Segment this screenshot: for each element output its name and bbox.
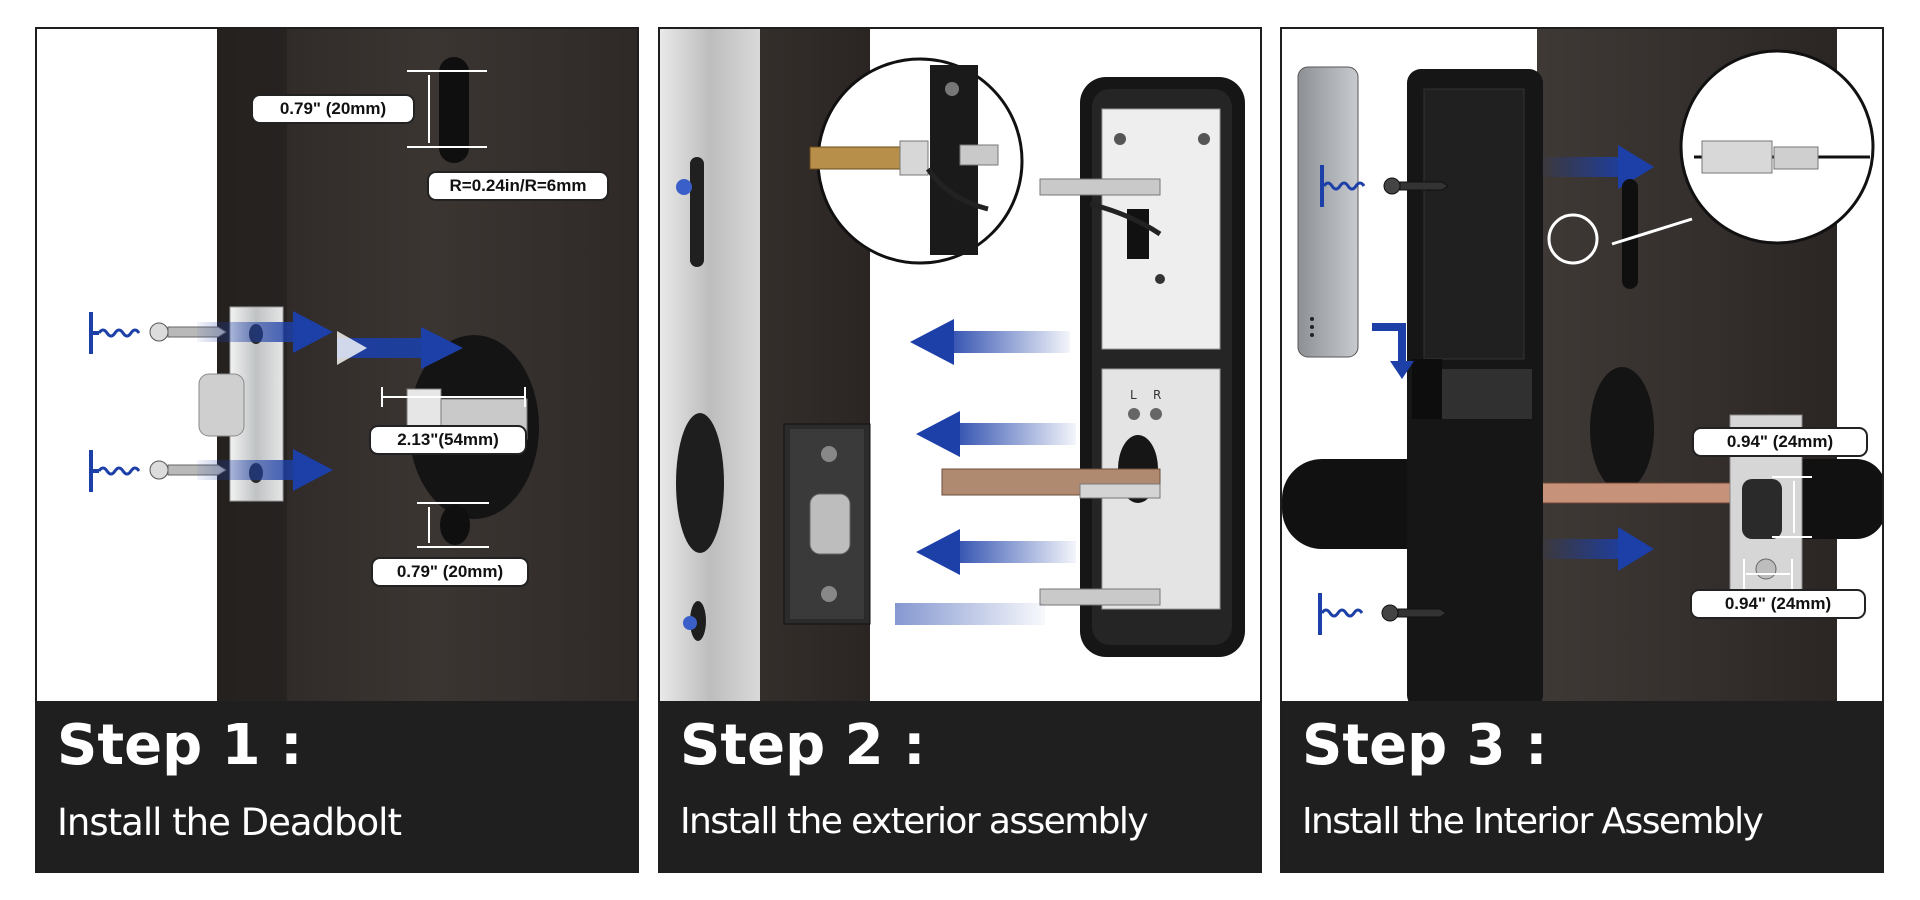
mounting-stud	[1039, 588, 1161, 606]
step-2-caption: Step 2 : Install the exterior assembly	[660, 701, 1260, 871]
screwdriver-icon	[1318, 593, 1364, 635]
arrow-icon	[197, 311, 333, 353]
step-3-illustration	[1282, 29, 1882, 705]
arrow-icon	[916, 529, 1076, 575]
arrow-icon	[1542, 145, 1654, 189]
step-3-panel: 0.94" (24mm) 0.94" (24mm) Step 3 : Insta…	[1280, 27, 1884, 873]
dimension-label-slot-radius: R=0.24in/R=6mm	[427, 171, 609, 201]
arrow-icon	[1372, 323, 1414, 379]
dimension-label-slot-height: 0.79" (20mm)	[251, 94, 415, 124]
arrow-icon	[916, 411, 1076, 457]
screwdriver-icon	[1320, 165, 1366, 207]
dimension-lines	[381, 70, 526, 548]
magnifier-callout-icon	[1611, 49, 1875, 246]
magnifier-callout-icon	[809, 57, 1024, 265]
step-1-illustration	[37, 29, 637, 705]
step-2-panel: L R	[658, 27, 1262, 873]
edge-bore	[676, 413, 724, 553]
top-bolt-slot	[439, 57, 469, 163]
dimension-label-hole-height: 0.79" (20mm)	[371, 557, 529, 587]
arrow-icon	[197, 449, 333, 491]
step-2-title: Step 2 :	[680, 713, 926, 778]
screwdriver-icon	[89, 312, 141, 354]
step-1-caption: Step 1 : Install the Deadbolt	[37, 701, 637, 871]
exterior-keypad-assembly: L R	[1080, 77, 1245, 657]
dimension-label-backset: 2.13"(54mm)	[369, 425, 527, 455]
bore-hole	[1590, 367, 1654, 491]
step-2-subtitle: Install the exterior assembly	[680, 801, 1149, 842]
screw-icon	[1383, 177, 1449, 195]
arrow-icon	[910, 319, 1070, 365]
dimension-label-latch-height: 0.94" (24mm)	[1692, 427, 1868, 457]
dimension-lines	[1743, 476, 1812, 589]
screwdriver-icon	[89, 450, 141, 492]
screw-icon	[1381, 604, 1447, 622]
left-mark: L	[1130, 388, 1137, 402]
step-3-subtitle: Install the Interior Assembly	[1302, 801, 1764, 842]
step-2-illustration: L R	[660, 29, 1260, 705]
step-3-caption: Step 3 : Install the Interior Assembly	[1282, 701, 1882, 871]
step-1-title: Step 1 :	[57, 713, 303, 778]
latch-bolt	[198, 373, 245, 437]
right-mark: R	[1153, 388, 1161, 402]
interior-assembly	[1407, 69, 1543, 705]
step-1-subtitle: Install the Deadbolt	[57, 801, 402, 844]
arrow-icon	[1542, 527, 1654, 571]
step-1-panel: 0.79" (20mm) R=0.24in/R=6mm 2.13"(54mm) …	[35, 27, 639, 873]
mounting-stud	[1039, 178, 1161, 196]
step-3-title: Step 3 :	[1302, 713, 1548, 778]
bottom-hole	[440, 505, 470, 545]
arrow-icon	[337, 327, 463, 369]
dimension-label-latch-width: 0.94" (24mm)	[1690, 589, 1866, 619]
battery-cover	[1297, 66, 1359, 358]
door-edge	[660, 29, 760, 705]
